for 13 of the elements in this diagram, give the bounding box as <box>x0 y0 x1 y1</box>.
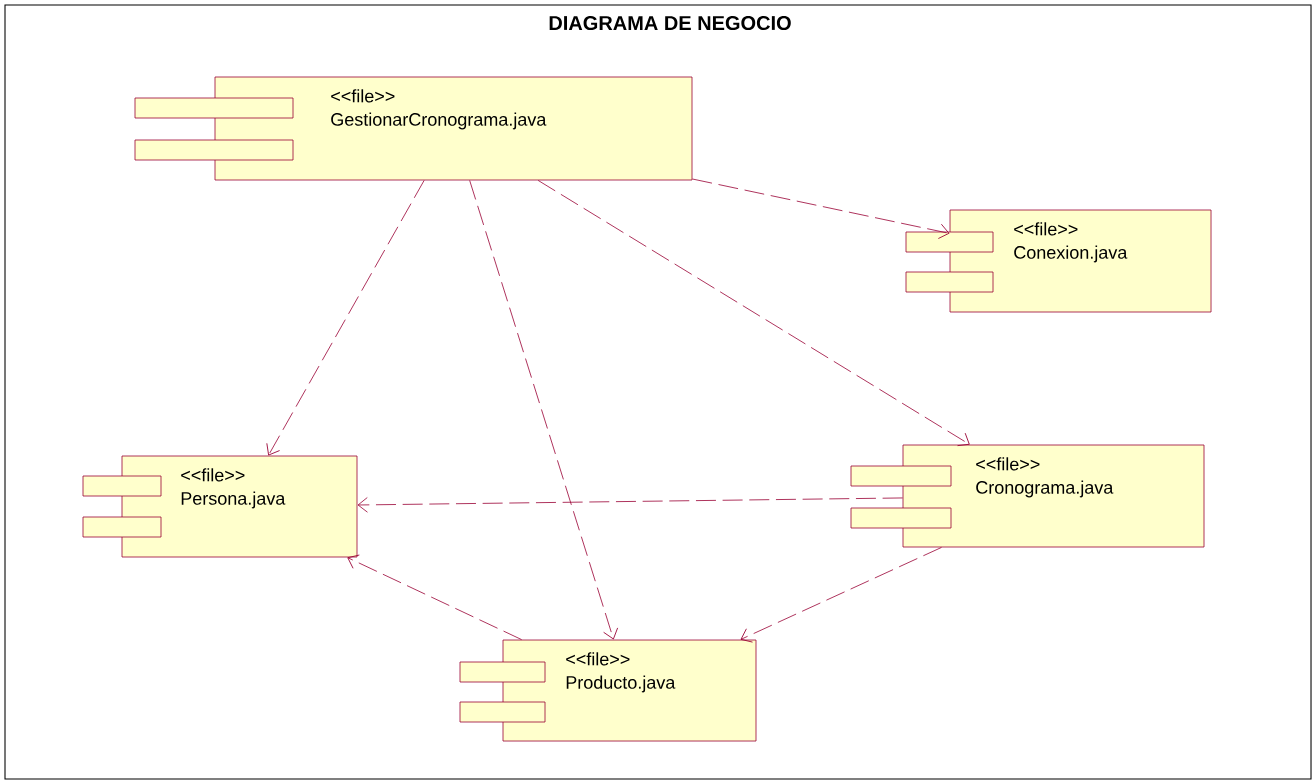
dependency-arrow <box>347 554 522 640</box>
dependency-arrow <box>357 497 903 513</box>
dependency-arrow <box>537 180 970 447</box>
component-box: <<file>> Persona.java <box>82 455 358 558</box>
component-box: <<file>> Producto.java <box>459 639 757 742</box>
component-box: <<file>> Conexion.java <box>905 209 1212 313</box>
component-box: <<file>> GestionarCronograma.java <box>134 76 693 181</box>
dependency-arrow <box>740 547 942 643</box>
diagram-title: DIAGRAMA DE NEGOCIO <box>549 15 791 31</box>
dependency-arrow <box>692 178 950 239</box>
component-box: <<file>> Cronograma.java <box>850 444 1205 548</box>
dependency-arrow <box>469 180 619 640</box>
dependency-arrow <box>266 180 425 456</box>
